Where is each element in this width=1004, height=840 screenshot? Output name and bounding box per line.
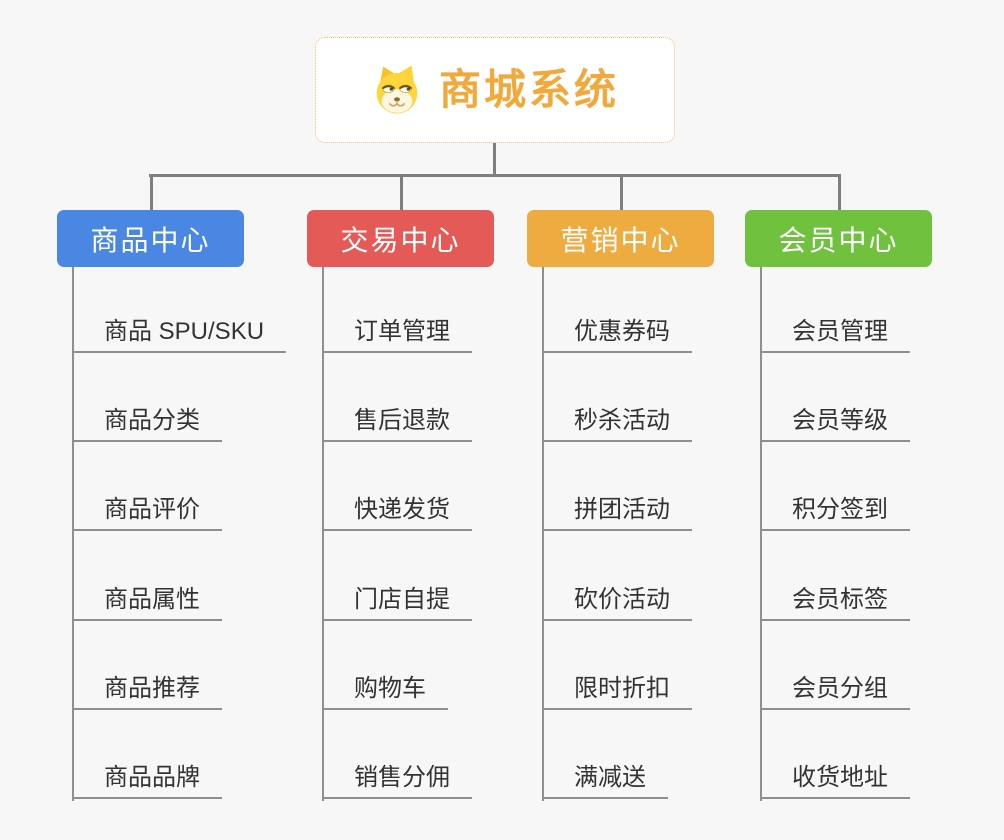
leaf-item-members-5[interactable]: 收货地址 bbox=[760, 763, 910, 799]
leaf-item-members-4[interactable]: 会员分组 bbox=[760, 674, 910, 710]
leaf-item-products-2[interactable]: 商品评价 bbox=[72, 495, 222, 531]
connector-drop-products bbox=[150, 174, 153, 211]
connector-drop-marketing bbox=[620, 174, 623, 211]
branch-header-marketing[interactable]: 营销中心 bbox=[527, 210, 714, 267]
leaf-item-products-1[interactable]: 商品分类 bbox=[72, 406, 222, 442]
root-label: 商城系统 bbox=[438, 66, 619, 113]
branch-header-members[interactable]: 会员中心 bbox=[745, 210, 932, 267]
connector-root-stub bbox=[493, 143, 496, 175]
leaf-item-trade-3[interactable]: 门店自提 bbox=[322, 585, 472, 621]
leaf-item-trade-4[interactable]: 购物车 bbox=[322, 674, 448, 710]
leaf-item-members-1[interactable]: 会员等级 bbox=[760, 406, 910, 442]
connector-horizontal-line bbox=[149, 174, 840, 177]
leaf-item-marketing-0[interactable]: 优惠券码 bbox=[542, 317, 692, 353]
leaf-item-marketing-1[interactable]: 秒杀活动 bbox=[542, 406, 692, 442]
connector-drop-trade bbox=[400, 174, 403, 211]
root-node[interactable]: 商城系统 bbox=[315, 37, 675, 143]
leaf-item-marketing-2[interactable]: 拼团活动 bbox=[542, 495, 692, 531]
connector-spine-members bbox=[760, 267, 762, 801]
dog-face-icon bbox=[371, 64, 423, 116]
leaf-item-trade-2[interactable]: 快递发货 bbox=[322, 495, 472, 531]
connector-spine-marketing bbox=[542, 267, 544, 801]
leaf-item-members-2[interactable]: 积分签到 bbox=[760, 495, 910, 531]
connector-spine-products bbox=[72, 267, 74, 801]
leaf-item-trade-0[interactable]: 订单管理 bbox=[322, 317, 472, 353]
leaf-item-products-0[interactable]: 商品 SPU/SKU bbox=[72, 317, 287, 353]
leaf-item-marketing-4[interactable]: 限时折扣 bbox=[542, 674, 692, 710]
leaf-item-products-3[interactable]: 商品属性 bbox=[72, 585, 222, 621]
connector-drop-members bbox=[838, 174, 841, 211]
leaf-item-members-0[interactable]: 会员管理 bbox=[760, 317, 910, 353]
leaf-item-marketing-5[interactable]: 满减送 bbox=[542, 763, 668, 799]
leaf-item-marketing-3[interactable]: 砍价活动 bbox=[542, 585, 692, 621]
leaf-item-products-5[interactable]: 商品品牌 bbox=[72, 763, 222, 799]
leaf-item-trade-5[interactable]: 销售分佣 bbox=[322, 763, 472, 799]
leaf-item-trade-1[interactable]: 售后退款 bbox=[322, 406, 472, 442]
branch-header-products[interactable]: 商品中心 bbox=[57, 210, 244, 267]
leaf-item-members-3[interactable]: 会员标签 bbox=[760, 585, 910, 621]
connector-spine-trade bbox=[322, 267, 324, 801]
leaf-item-products-4[interactable]: 商品推荐 bbox=[72, 674, 222, 710]
branch-header-trade[interactable]: 交易中心 bbox=[307, 210, 494, 267]
